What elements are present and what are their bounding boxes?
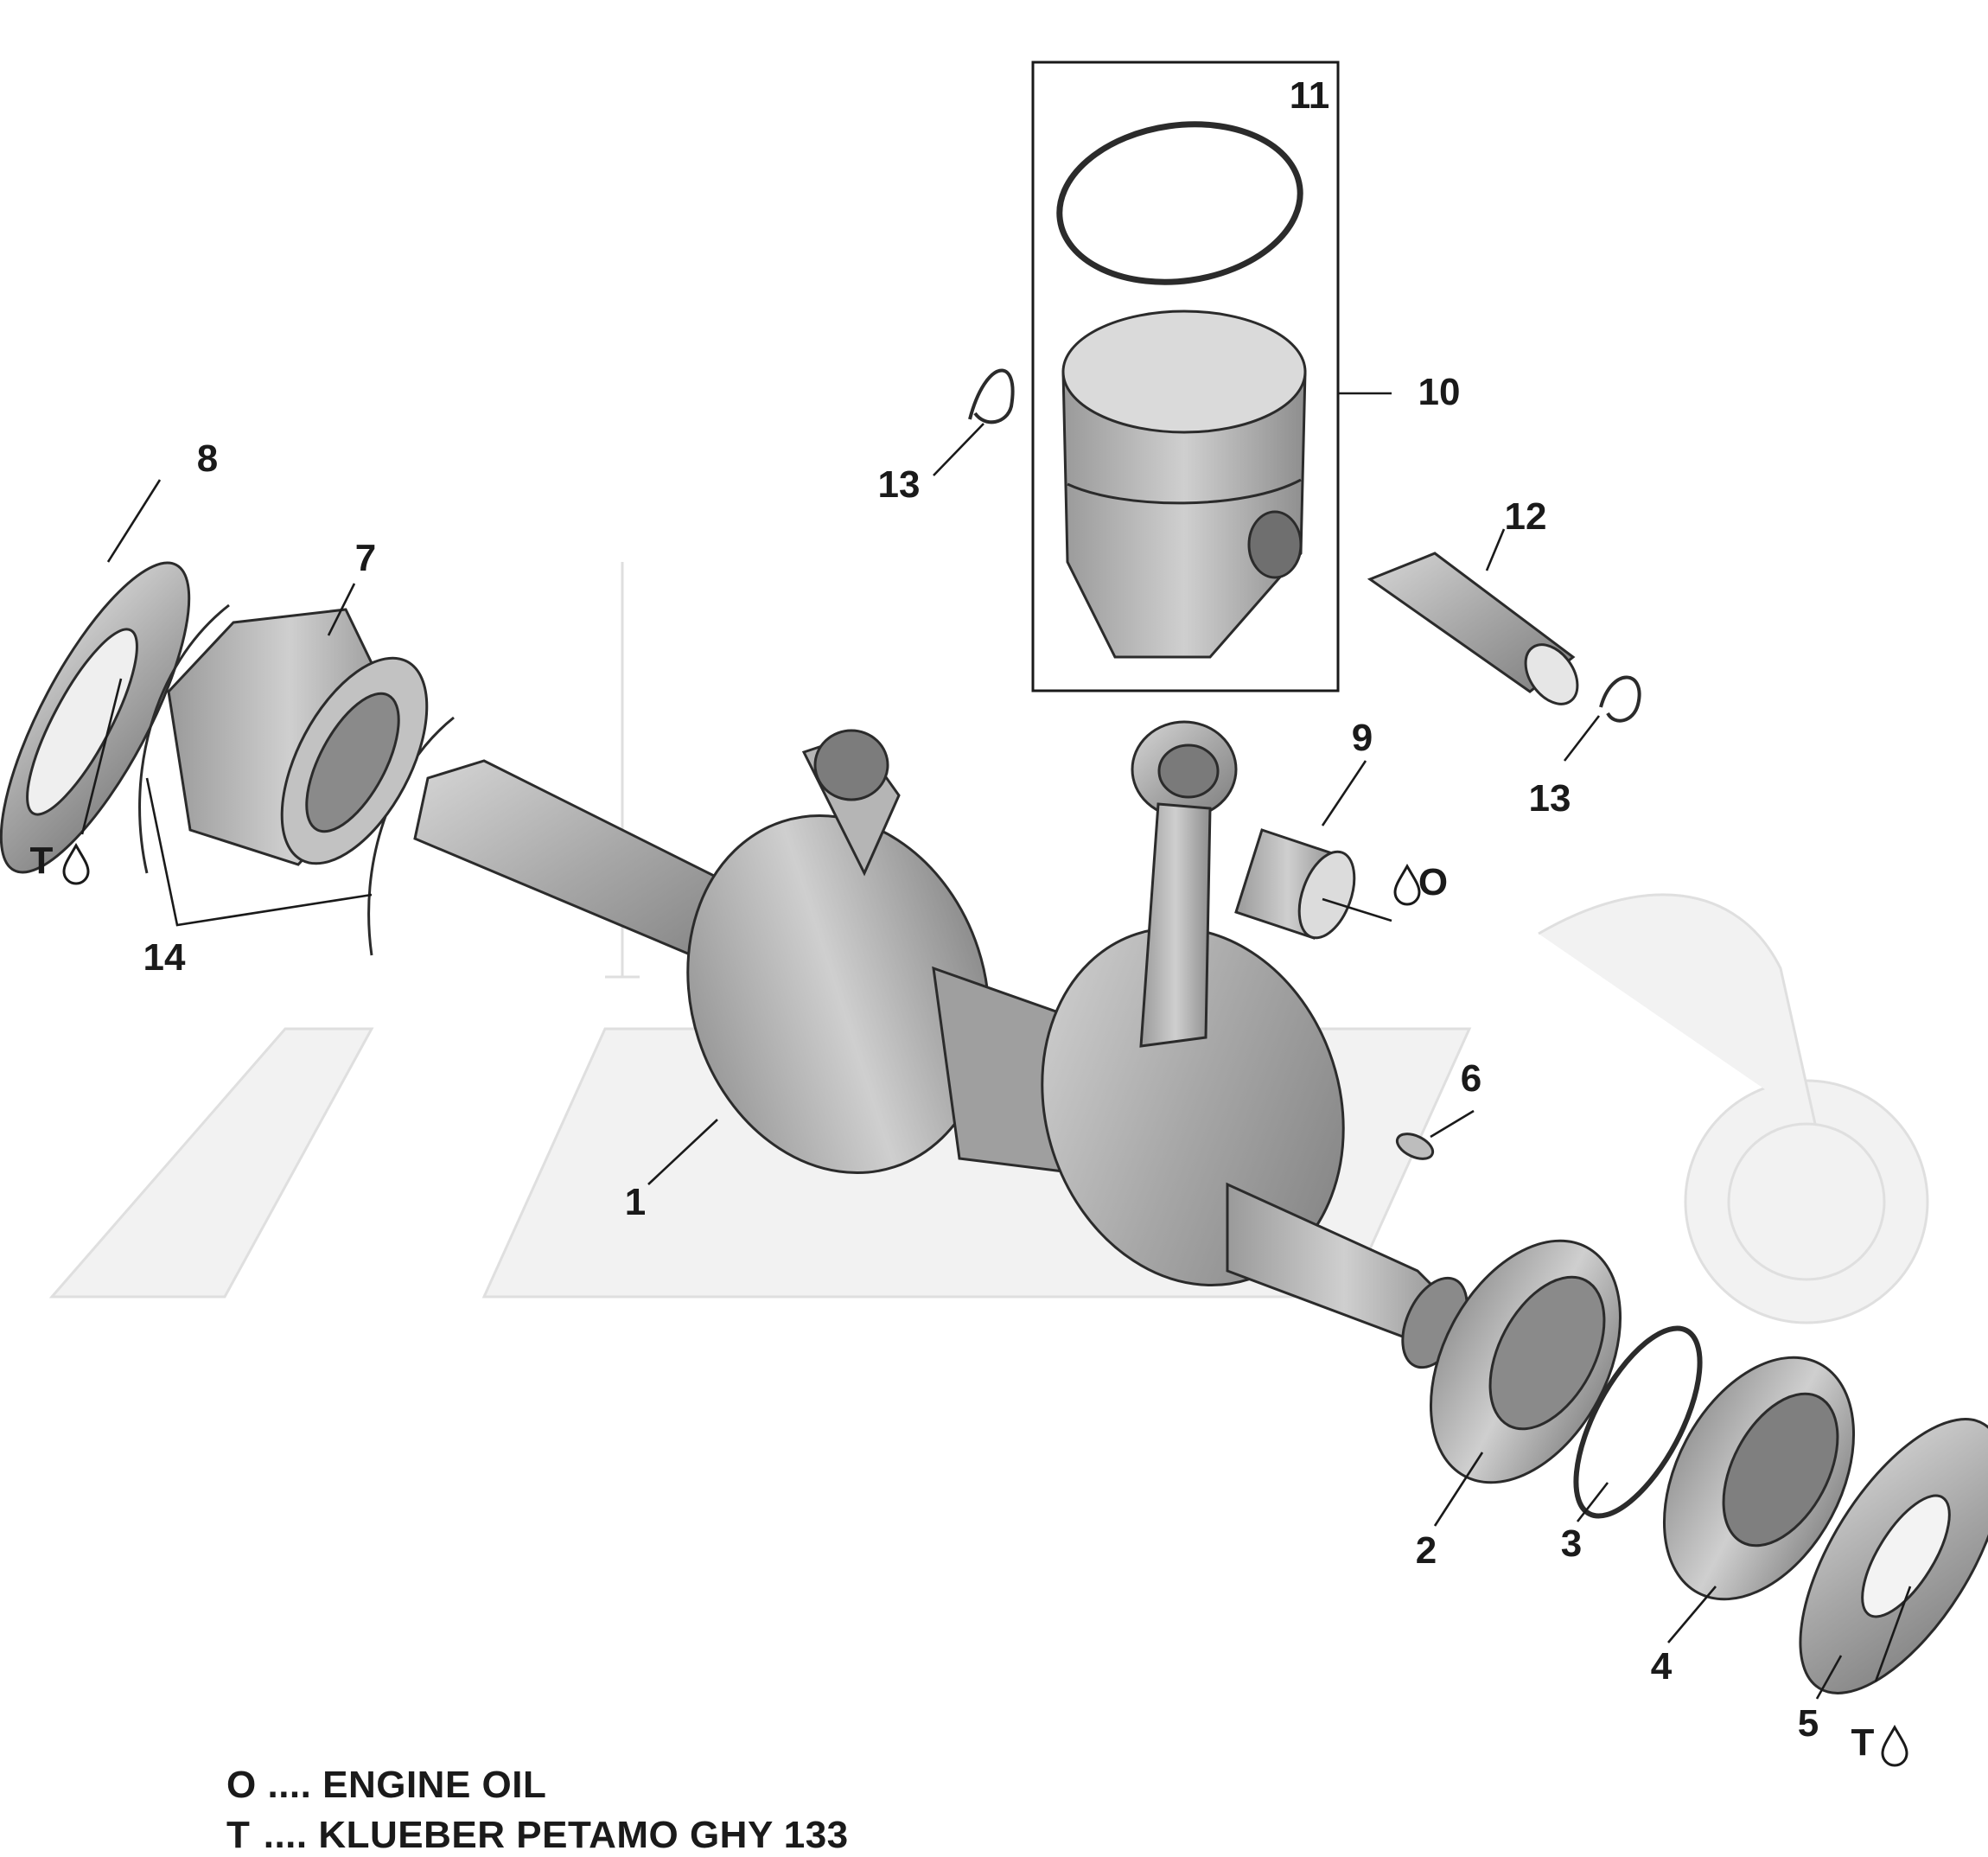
circlip-part-13-left — [968, 368, 1015, 424]
callout-6: 6 — [1461, 1057, 1481, 1100]
callout-9: 9 — [1352, 717, 1373, 759]
crankshaft-part-1 — [413, 729, 1469, 1369]
piston-pin-part-12 — [1367, 552, 1579, 705]
oil-drop-icon — [62, 842, 90, 885]
connecting-rod — [1131, 720, 1238, 1048]
oil-drop-icon — [1393, 863, 1421, 906]
leader-lines — [80, 392, 1912, 1700]
retaining-rings-part-14 — [138, 603, 455, 956]
legend-separator: .... — [267, 1764, 312, 1806]
callout-2: 2 — [1416, 1529, 1437, 1572]
lubricant-mark-9: O — [1393, 861, 1448, 906]
legend-code: O — [226, 1764, 257, 1806]
svg-text:O: O — [1418, 861, 1448, 903]
lubricant-marks: T O T — [30, 839, 1908, 1767]
bearing-part-7 — [167, 608, 429, 866]
seal-part-8 — [0, 561, 191, 874]
legend-code: T — [226, 1814, 251, 1856]
piston-kit-box — [1031, 61, 1340, 692]
legend-row-klueber: T .... KLUEBER PETAMO GHY 133 — [226, 1814, 849, 1857]
legend-text: KLUEBER PETAMO GHY 133 — [318, 1814, 849, 1856]
callout-13-left: 13 — [878, 463, 921, 506]
oil-drop-icon — [1881, 1724, 1908, 1767]
callout-1: 1 — [625, 1181, 646, 1223]
piston-ring-part-11 — [1056, 121, 1303, 285]
callout-labels: 1 2 3 4 5 6 7 8 9 10 11 12 13 13 14 — [143, 74, 1819, 1745]
piston-part-10 — [1061, 310, 1307, 659]
lubricant-mark-5: T — [1851, 1721, 1908, 1767]
legend-separator: .... — [263, 1814, 308, 1856]
callout-13-right: 13 — [1529, 777, 1571, 820]
callout-3: 3 — [1561, 1522, 1582, 1565]
callout-8: 8 — [197, 437, 218, 480]
callout-12: 12 — [1505, 495, 1547, 538]
svg-text:T: T — [30, 839, 54, 882]
callout-10: 10 — [1418, 371, 1461, 413]
lubricant-mark-8: T — [30, 839, 90, 885]
ring-part-3 — [1573, 1325, 1703, 1519]
callout-4: 4 — [1651, 1645, 1673, 1688]
callout-5: 5 — [1798, 1702, 1819, 1745]
circlip-part-13-right — [1599, 675, 1641, 723]
callout-14: 14 — [143, 936, 186, 979]
legend-text: ENGINE OIL — [322, 1764, 547, 1806]
svg-text:T: T — [1851, 1721, 1875, 1764]
needle-bearing-part-9 — [1234, 828, 1356, 940]
callout-7: 7 — [355, 537, 376, 579]
bearing-part-4 — [1662, 1356, 1856, 1601]
seal-part-5 — [1799, 1418, 1988, 1694]
key-part-6 — [1395, 1133, 1435, 1160]
legend-row-engine-oil: O .... ENGINE OIL — [226, 1764, 546, 1807]
callout-11: 11 — [1290, 74, 1330, 117]
bearing-part-2 — [1429, 1239, 1622, 1484]
